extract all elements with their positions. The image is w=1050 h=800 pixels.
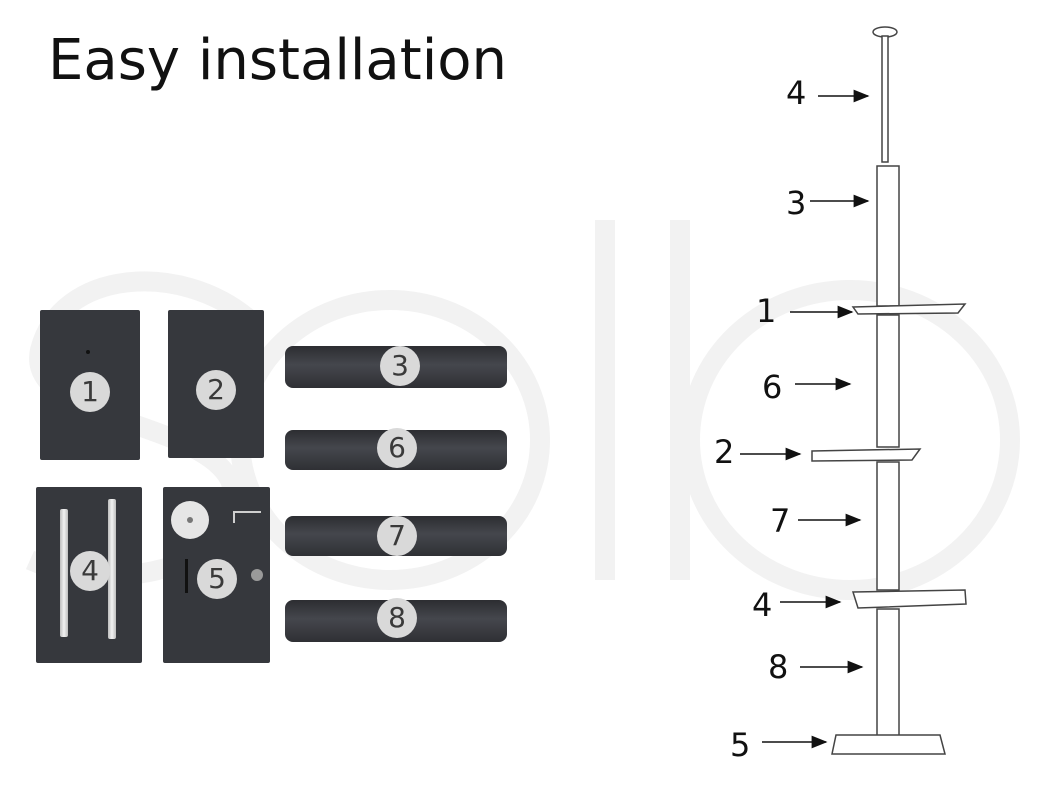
platform-2: [811, 448, 922, 462]
callout-label: 1: [756, 292, 776, 330]
base-cap: [171, 501, 209, 539]
callout-label: 3: [786, 184, 806, 222]
part-tube-7: 7: [285, 516, 507, 556]
callout-label: 8: [768, 648, 788, 686]
rod: [60, 509, 68, 637]
part-badge: 5: [197, 559, 237, 599]
allen-key: [233, 511, 261, 523]
post-8: [876, 608, 900, 740]
screw: [185, 559, 188, 593]
post-6: [876, 314, 900, 448]
platform-4: [851, 589, 967, 609]
callout-label: 4: [786, 74, 806, 112]
part-badge: 2: [196, 370, 236, 410]
post-3: [876, 165, 900, 307]
base-5: [831, 734, 946, 755]
part-hardware-5: 5: [163, 487, 270, 663]
washer: [251, 569, 263, 581]
part-tube-6: 6: [285, 428, 507, 470]
tension-rod: [881, 35, 889, 163]
part-rods-4: 4: [36, 487, 142, 663]
post-7: [876, 461, 900, 591]
part-badge: 4: [70, 551, 110, 591]
callout-label: 6: [762, 368, 782, 406]
callout-label: 2: [714, 433, 734, 471]
callout-label: 4: [752, 586, 772, 624]
part-badge: 8: [377, 598, 417, 638]
part-badge: 1: [70, 372, 110, 412]
rod: [108, 499, 116, 639]
part-badge: 7: [377, 516, 417, 556]
callout-label: 7: [770, 502, 790, 540]
part-badge: 6: [377, 428, 417, 468]
page-title: Easy installation: [48, 28, 508, 93]
part-panel-2: 2: [168, 310, 264, 458]
part-badge: 3: [380, 346, 420, 386]
part-panel-1: 1: [40, 310, 140, 460]
panel-hole: [86, 350, 90, 354]
callout-label: 5: [730, 726, 750, 764]
platform-1: [851, 303, 967, 315]
part-tube-8: 8: [285, 598, 507, 642]
watermark-o: [680, 280, 1020, 600]
part-tube-3: 3: [285, 346, 507, 388]
